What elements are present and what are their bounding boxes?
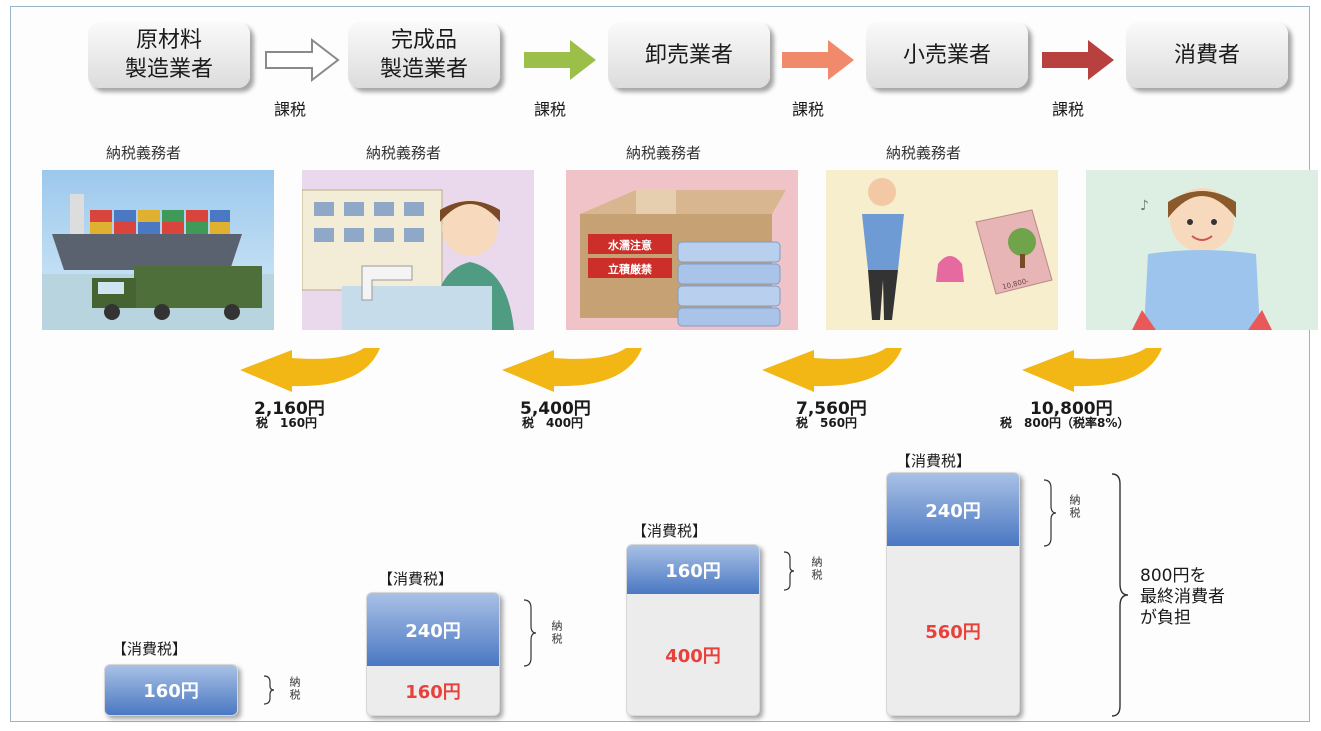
consumption-tax-title: 【消費税】 — [378, 570, 454, 588]
sewing-worker-illustration — [302, 170, 534, 330]
price-label: 5,400円 — [520, 399, 591, 419]
taxpayer-label: 納税義務者 — [106, 144, 182, 162]
payment-note: 納税 — [1068, 494, 1081, 520]
base-portion: 160円 — [405, 681, 461, 703]
tax-amount-label: 税 560円 — [796, 416, 858, 430]
stage-finished-goods-manufacturer: 完成品 製造業者 — [348, 22, 500, 88]
tax-portion: 160円 — [627, 545, 759, 594]
tax-label: 課税 — [1052, 100, 1085, 119]
brace-icon — [1043, 479, 1056, 547]
brace-icon — [523, 599, 536, 667]
taxpayer-label: 納税義務者 — [886, 144, 962, 162]
base-portion: 400円 — [665, 645, 721, 667]
box-warning-text: 水濡注意 — [608, 238, 652, 252]
curved-yellow-arrow-icon — [1022, 348, 1162, 392]
tax-amount-label: 税 400円 — [522, 416, 584, 430]
curved-yellow-arrow-icon — [240, 348, 380, 392]
price-label: 10,800円 — [1030, 399, 1113, 419]
tax-label: 課税 — [274, 100, 307, 119]
stage-retailer: 小売業者 — [866, 22, 1028, 88]
consumption-tax-card: 160円 400円 — [626, 544, 760, 716]
cardboard-box-and-shirts-illustration: 水濡注意 立積厳禁 — [566, 170, 798, 330]
tax-amount-label: 税 160円 — [256, 416, 318, 430]
ship-and-truck-illustration — [42, 170, 274, 330]
consumption-tax-title: 【消費税】 — [896, 452, 972, 470]
brace-icon — [783, 551, 794, 591]
retail-shopper-illustration: 10,800- — [826, 170, 1058, 330]
salmon-arrow-icon — [782, 40, 854, 80]
consumption-tax-title: 【消費税】 — [632, 522, 708, 540]
stage-consumer: 消費者 — [1126, 22, 1288, 88]
tax-amount-label: 税 800円（税率8%） — [1000, 416, 1130, 430]
red-arrow-icon — [1042, 40, 1114, 80]
stage-raw-material-manufacturer: 原材料 製造業者 — [88, 22, 250, 88]
outline-arrow-icon — [265, 38, 340, 82]
tax-portion: 240円 — [367, 593, 499, 666]
green-arrow-icon — [524, 40, 596, 80]
stage-wholesaler: 卸売業者 — [608, 22, 770, 88]
consumption-tax-card: 240円 160円 — [366, 592, 500, 716]
final-consumer-burden-text: 800円を 最終消費者 が負担 — [1140, 566, 1225, 628]
price-label: 7,560円 — [796, 399, 867, 419]
consumption-tax-title: 【消費税】 — [112, 640, 188, 658]
tax-portion: 160円 — [105, 665, 237, 715]
tax-label: 課税 — [792, 100, 825, 119]
consumption-tax-card: 240円 560円 — [886, 472, 1020, 716]
tax-portion: 240円 — [887, 473, 1019, 546]
payment-note: 納税 — [550, 620, 563, 646]
payment-note: 納税 — [288, 676, 301, 702]
curved-yellow-arrow-icon — [502, 348, 642, 392]
curved-yellow-arrow-icon — [762, 348, 902, 392]
box-stacking-text: 立積厳禁 — [608, 262, 652, 276]
brace-icon — [263, 675, 274, 705]
consumption-tax-card: 160円 — [104, 664, 238, 716]
taxpayer-label: 納税義務者 — [366, 144, 442, 162]
base-portion: 560円 — [925, 621, 981, 643]
total-brace-icon — [1111, 473, 1129, 717]
price-label: 2,160円 — [254, 399, 325, 419]
taxpayer-label: 納税義務者 — [626, 144, 702, 162]
consumer-child-illustration: ♪ — [1086, 170, 1318, 330]
tax-label: 課税 — [534, 100, 567, 119]
music-note-icon: ♪ — [1140, 198, 1149, 214]
payment-note: 納税 — [810, 556, 823, 582]
